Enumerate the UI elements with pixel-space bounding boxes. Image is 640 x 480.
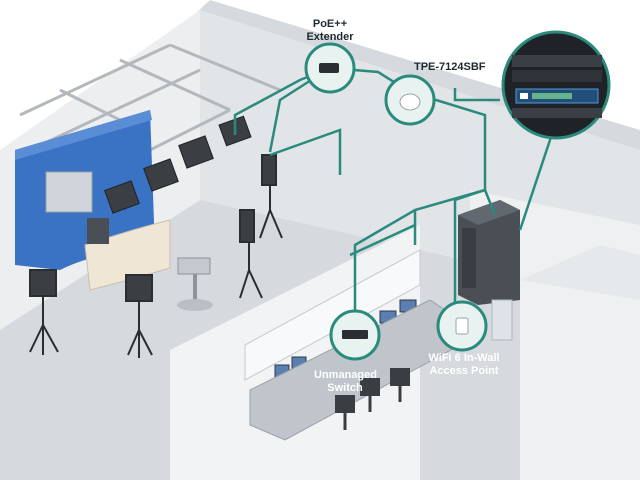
in-wall-access-point-icon [455,317,469,335]
poe-extender-label: PoE++ Extender [306,18,354,43]
tpe-switch-closeup-bubble[interactable] [501,30,611,140]
unmanaged-switch-label: Unmanaged Switch [314,369,377,394]
server-rack-icon [458,200,520,305]
unmanaged-switch-icon [342,330,368,339]
backdrop-monitor [45,171,93,213]
wifi-access-point-label: WiFi 6 In-Wall Access Point [428,352,500,377]
studio-camera [177,257,213,311]
news-desk [84,219,171,291]
control-room-back-wall [244,249,421,381]
poe-extender-icon [319,63,339,73]
control-room-chairs [335,368,410,430]
anchor-chair [87,218,109,244]
tpe-switch-label: TPE-7124SBF [414,61,486,73]
ceiling-access-point-icon [399,93,421,111]
glass-door [491,299,513,341]
rack-switch-closeup-icon [512,55,602,118]
tripod-lights [29,154,283,358]
ceiling-lights [104,115,252,214]
